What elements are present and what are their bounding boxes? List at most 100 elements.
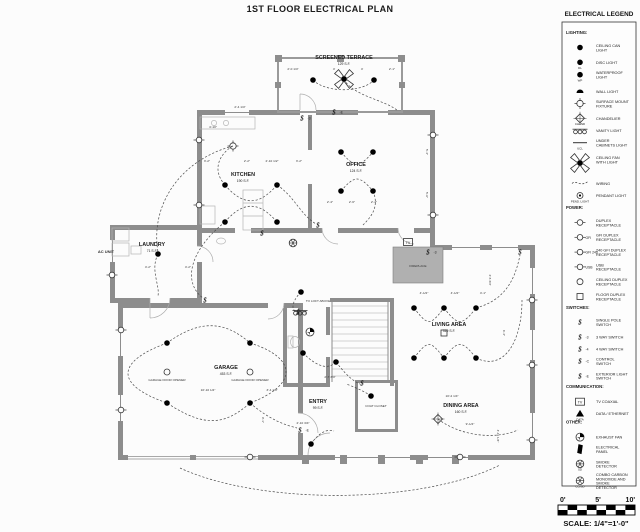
stairs (331, 302, 389, 382)
exhaust-symbol (575, 432, 585, 442)
svg-text:AC UNIT: AC UNIT (98, 249, 115, 254)
can-symbol (247, 400, 253, 406)
svg-text:UNDER: UNDER (596, 139, 610, 143)
data-symbol: DATA (576, 409, 584, 422)
svg-text:10'-2 1/4": 10'-2 1/4" (445, 394, 458, 398)
svg-text:$: $ (297, 427, 302, 434)
svg-text:RECEPTACLE: RECEPTACLE (596, 297, 622, 301)
svg-text:DUPLEX: DUPLEX (596, 219, 612, 223)
can-symbol (473, 305, 479, 311)
can-symbol (164, 340, 170, 346)
svg-text:TV: TV (406, 241, 411, 245)
svg-text:MONOXIDE AND: MONOXIDE AND (596, 477, 626, 481)
svg-text:CHAND: CHAND (575, 122, 585, 126)
svg-text:$: $ (359, 380, 364, 387)
svg-text:$: $ (295, 309, 300, 316)
scale-tick-0: 0' (560, 497, 566, 504)
wiring-runs (127, 78, 523, 496)
svg-text:LIGHT: LIGHT (596, 76, 608, 80)
svg-text:DETECTOR: DETECTOR (596, 465, 617, 469)
screened-terrace-walls (275, 55, 405, 113)
sw-symbol: $ -E (331, 109, 343, 116)
svg-text:GARAGE DOOR OPENER: GARAGE DOOR OPENER (231, 378, 269, 382)
svg-text:$: $ (331, 109, 336, 116)
can-symbol (370, 188, 376, 194)
svg-text:OFFICE: OFFICE (346, 162, 366, 168)
panel-symbol (577, 444, 583, 455)
svg-text:ENTRY: ENTRY (309, 399, 327, 405)
svg-text:-E: -E (586, 375, 590, 379)
tv-symbol: TV (403, 238, 413, 246)
duplex-symbol (244, 453, 256, 461)
electrical-legend: ELECTRICAL LEGEND LIGHTING:CEILING CANLI… (561, 11, 637, 490)
svg-text:PANEL: PANEL (596, 450, 608, 454)
svg-text:$: $ (299, 115, 304, 122)
sd-symbol: CO/SD (575, 476, 585, 489)
svg-text:-4: -4 (586, 348, 589, 352)
svg-text:TO LOFT ABOVE: TO LOFT ABOVE (306, 299, 330, 303)
can-symbol (411, 355, 417, 361)
svg-text:4'-1/2": 4'-1/2" (420, 291, 429, 295)
can-symbol (247, 340, 253, 346)
sw-symbol: $ (517, 249, 522, 256)
svg-text:SINGLE POLE: SINGLE POLE (596, 319, 622, 323)
svg-text:SWITCH: SWITCH (596, 362, 611, 366)
can-symbol (300, 350, 306, 356)
svg-text:5'-4": 5'-4" (425, 149, 429, 155)
can-symbol (298, 289, 304, 295)
svg-text:240 GFI DUPLEX: 240 GFI DUPLEX (596, 249, 626, 253)
svg-text:3 WAY SWITCH: 3 WAY SWITCH (596, 336, 624, 340)
svg-text:2'-0 1/4": 2'-0 1/4" (287, 67, 298, 71)
wall-symbol (576, 89, 584, 93)
svg-text:CEILING FAN: CEILING FAN (596, 156, 620, 160)
svg-text:PEND. LIGHT: PEND. LIGHT (571, 199, 589, 203)
surface-symbol (574, 98, 586, 109)
svg-text:453 S.F.: 453 S.F. (220, 372, 232, 376)
svg-text:DATA / ETHERNET: DATA / ETHERNET (596, 412, 630, 416)
svg-text:LIVING AREA: LIVING AREA (432, 322, 467, 328)
svg-text:6'-4": 6'-4" (502, 330, 506, 336)
svg-text:4'-2": 4'-2" (185, 265, 191, 269)
svg-text:DINING AREA: DINING AREA (443, 403, 479, 409)
vanity-symbol (572, 128, 588, 135)
svg-text:TV COAXIAL: TV COAXIAL (596, 400, 618, 404)
can-symbol (441, 305, 447, 311)
svg-text:2'-6": 2'-6" (349, 200, 355, 204)
svg-text:4'-11 1/4": 4'-11 1/4" (496, 430, 500, 443)
svg-text:VANITY LIGHT: VANITY LIGHT (596, 129, 622, 133)
duplex-symbol: USB (574, 263, 594, 271)
sw-symbol: $ (259, 230, 264, 237)
duplex-symbol (526, 296, 538, 304)
svg-text:-E: -E (340, 111, 344, 115)
svg-text:SWITCHES:: SWITCHES: (566, 305, 590, 310)
svg-text:USB: USB (586, 266, 594, 270)
svg-text:GFI DUPLEX: GFI DUPLEX (596, 234, 619, 238)
svg-text:4': 4' (333, 67, 336, 71)
svg-text:$: $ (577, 335, 582, 342)
svg-text:WATERPROOF: WATERPROOF (596, 71, 623, 75)
garage-door-post (190, 455, 196, 460)
sw-symbol: $ (577, 320, 582, 327)
duplex-symbol (193, 136, 205, 144)
chand-symbol: CHAND (573, 111, 587, 126)
svg-text:-3: -3 (586, 336, 589, 340)
duplex-symbol: GFI (574, 234, 591, 241)
can-symbol (577, 44, 583, 51)
scale-checker (558, 505, 635, 515)
sw-symbol: $ -3 (577, 335, 588, 342)
can-symbol (222, 219, 228, 225)
wiring-symbol (571, 181, 589, 185)
duplex-symbol (193, 201, 205, 209)
svg-text:-3: -3 (308, 117, 311, 121)
annotations: 2'-0 1/4"4'4'2'-1"2'-4 1/4"4'-10"3'-2"2'… (98, 67, 506, 442)
fduplex-symbol (440, 329, 448, 337)
svg-text:EXTERIOR LIGHT: EXTERIOR LIGHT (596, 372, 628, 376)
svg-text:COAT CLOSET: COAT CLOSET (365, 404, 387, 408)
svg-text:CEILING CAN: CEILING CAN (596, 44, 621, 48)
svg-text:2'-10 1/2": 2'-10 1/2" (265, 159, 278, 163)
svg-text:DATA: DATA (576, 418, 583, 422)
svg-text:$: $ (517, 249, 522, 256)
svg-text:WP: WP (578, 79, 583, 83)
